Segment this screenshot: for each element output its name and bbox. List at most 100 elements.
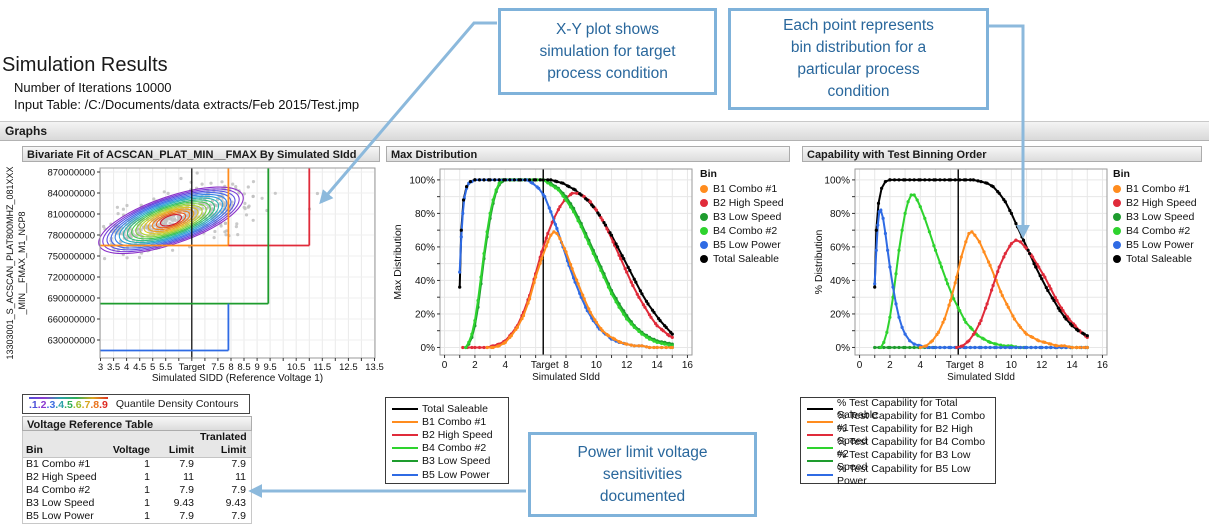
series-markers-b4 [879, 193, 1089, 350]
quantile-value: .3 [46, 399, 56, 411]
legend-title: Bin [700, 168, 717, 180]
table-cell: 1 [144, 510, 150, 522]
svg-text:4: 4 [502, 360, 508, 371]
quantile-values: .1.2.3.4.5.6.7.8.9 [29, 397, 108, 411]
col-bin: Bin [26, 444, 43, 456]
quantile-legend-label: Quantile Density Contours [115, 398, 239, 410]
legend-line-icon [392, 407, 418, 410]
quantile-value: .1 [29, 399, 38, 411]
svg-text:16: 16 [1097, 360, 1109, 371]
svg-text:40%: 40% [830, 276, 850, 287]
svg-text:20%: 20% [415, 309, 435, 320]
table-cell: B1 Combo #1 [26, 458, 91, 470]
svg-text:630000000: 630000000 [47, 336, 95, 347]
legend-line-icon [807, 473, 833, 476]
legend-item-b2: % Test Capability for B2 High Speed [807, 423, 989, 447]
legend-item-b4: % Test Capability for B4 Combo #2 [807, 436, 989, 460]
svg-text:4: 4 [124, 362, 129, 373]
svg-text:5: 5 [150, 362, 155, 373]
legend-item-b5: % Test Capability for B5 Low Power [807, 463, 989, 487]
y-axis-label-line2: _MIN__FMAX_M1_NCP8 [17, 211, 27, 315]
legend-label: Total Saleable [422, 402, 488, 415]
svg-text:3.5: 3.5 [107, 362, 120, 373]
x-axis-label: Simulated SIdd [532, 372, 600, 383]
svg-text:60%: 60% [830, 242, 850, 253]
col-limit: Limit [168, 444, 194, 456]
capability-panel-header[interactable]: Capability with Test Binning Order [802, 146, 1202, 162]
legend-item-total: % Test Capability for Total Saleable [807, 397, 989, 421]
reference-lines [100, 168, 311, 358]
callout-xy-plot: X-Y plot shows simulation for target pro… [498, 8, 717, 95]
table-cell: 1 [144, 458, 150, 470]
svg-text:9.5: 9.5 [263, 362, 276, 373]
y-axis-label-line1: 13303001_S_ACSCAN_PLAT800MHZ_081XXX [5, 167, 15, 360]
grid [855, 169, 1107, 355]
quantile-value: .8 [90, 399, 100, 411]
legend-item-b1: B1 Combo #1 [392, 415, 502, 428]
legend-item-b1: % Test Capability for B1 Combo #1 [807, 410, 989, 434]
legend-label: B3 Low Speed [1126, 211, 1195, 223]
legend-line-icon [392, 433, 418, 436]
svg-text:80%: 80% [415, 209, 435, 220]
table-cell: 7.9 [179, 484, 194, 496]
series-markers-b2 [955, 238, 1089, 350]
quantile-value: .5 [64, 399, 73, 411]
svg-text:14: 14 [652, 360, 664, 371]
legend-dot-icon [700, 255, 708, 263]
legend-dot-icon [1113, 199, 1121, 207]
graphs-outline-bar[interactable]: Graphs [0, 121, 1209, 141]
legend-item-b3: % Test Capability for B3 Low Speed [807, 449, 989, 473]
svg-text:8: 8 [563, 360, 569, 371]
legend-label: B5 Low Power [713, 239, 781, 251]
legend-line-icon [807, 447, 833, 450]
svg-text:Target: Target [531, 360, 559, 371]
legend-dot-icon [1113, 255, 1121, 263]
legend-label: % Test Capability for B5 Low Power [837, 462, 971, 487]
legend-label: B3 Low Speed [422, 455, 491, 468]
legend-label: % Test Capability for B4 Combo #2 [837, 436, 986, 461]
svg-text:10: 10 [591, 360, 603, 371]
voltage-reference-table: Tranlated Bin Voltage Limit Limit B1 Com… [22, 431, 252, 524]
legend-dot-icon [1113, 213, 1121, 221]
x-axis-label: Simulated SIDD (Reference Voltage 1) [152, 373, 323, 384]
voltage-table-header[interactable]: Voltage Reference Table [22, 416, 252, 431]
bivariate-panel-header[interactable]: Bivariate Fit of ACSCAN_PLAT_MIN__FMAX B… [22, 146, 380, 162]
svg-text:12.5: 12.5 [339, 362, 358, 373]
svg-text:3: 3 [98, 362, 103, 373]
legend-label: B1 Combo #1 [1126, 183, 1191, 195]
legend-label: B2 High Speed [1126, 197, 1197, 209]
legend-label: B1 Combo #1 [422, 415, 487, 428]
legend-dot-icon [1113, 185, 1121, 193]
legend-label: B2 High Speed [713, 197, 784, 209]
legend-label: Total Saleable [1126, 253, 1192, 265]
svg-text:7.5: 7.5 [211, 362, 224, 373]
legend-item-total: Total Saleable [392, 402, 502, 415]
max-distribution-panel-header[interactable]: Max Distribution [386, 146, 790, 162]
legend-label: B1 Combo #1 [713, 183, 778, 195]
svg-text:16: 16 [682, 360, 694, 371]
y-axis-label: Max Distribution [392, 224, 404, 299]
svg-text:840000000: 840000000 [47, 189, 95, 200]
svg-text:4.5: 4.5 [133, 362, 146, 373]
svg-text:810000000: 810000000 [47, 210, 95, 221]
callout-bin-distribution: Each point represents bin distribution f… [728, 8, 989, 110]
svg-text:4: 4 [917, 360, 923, 371]
series-line-b2 [956, 239, 1088, 349]
series-line-b1 [920, 230, 1088, 349]
legend-label: % Test Capability for Total Saleable [837, 396, 958, 421]
table-cell: 11 [235, 471, 246, 483]
svg-text:20%: 20% [830, 309, 850, 320]
legend-line-icon [807, 460, 833, 463]
series-markers-b1 [918, 230, 1089, 350]
legend-dot-icon [700, 241, 708, 249]
